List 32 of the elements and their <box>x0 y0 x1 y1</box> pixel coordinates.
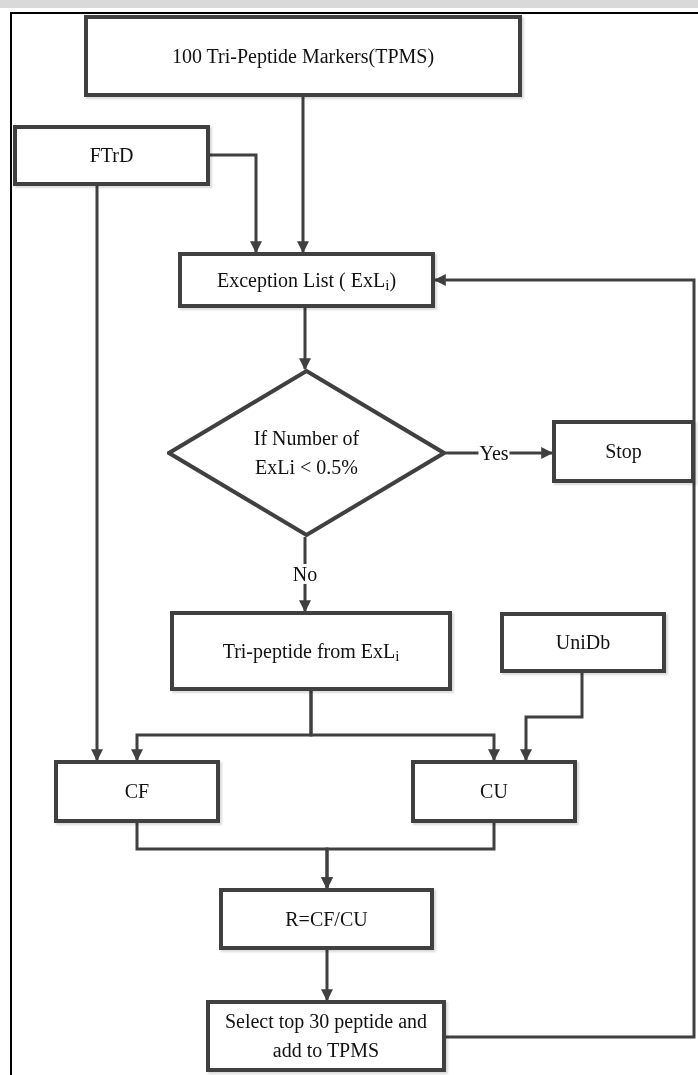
arrow <box>309 691 500 762</box>
node-label: Tri-peptide from ExL$_{i}$ <box>221 638 401 666</box>
process-box <box>500 612 666 673</box>
node-label: FTrD <box>88 143 135 168</box>
edge-label: Yes <box>478 443 510 463</box>
node-label: UniDb <box>554 630 612 655</box>
process-box <box>170 611 452 691</box>
process-box <box>178 252 435 308</box>
decision-diamond <box>167 369 446 537</box>
arrow <box>299 308 311 371</box>
node-label: Stop <box>604 439 643 465</box>
node-label: CF <box>123 779 151 804</box>
arrow <box>297 97 309 254</box>
node-label: 100 Tri-Peptide Markers(TPMS) <box>170 43 436 70</box>
process-box <box>84 15 522 97</box>
process-box <box>54 760 220 823</box>
process-box <box>206 1000 446 1072</box>
node-label: If Number of ExLi < 0.5% <box>252 426 361 480</box>
process-box <box>13 125 210 186</box>
edge-label: No <box>291 564 319 584</box>
arrow <box>321 823 496 890</box>
node-label: Exception List ( ExL$_{i}$) <box>215 267 398 295</box>
arrow <box>91 186 103 762</box>
arrow <box>520 673 584 762</box>
arrow <box>321 950 333 1002</box>
process-box <box>552 420 695 483</box>
process-box <box>411 760 577 823</box>
arrow <box>210 153 262 254</box>
node-label: R=CF/CU <box>284 906 369 932</box>
process-box <box>219 888 434 950</box>
node-label: Select top 30 peptide and add to TPMS <box>223 1009 429 1063</box>
node-label: CU <box>479 779 509 804</box>
